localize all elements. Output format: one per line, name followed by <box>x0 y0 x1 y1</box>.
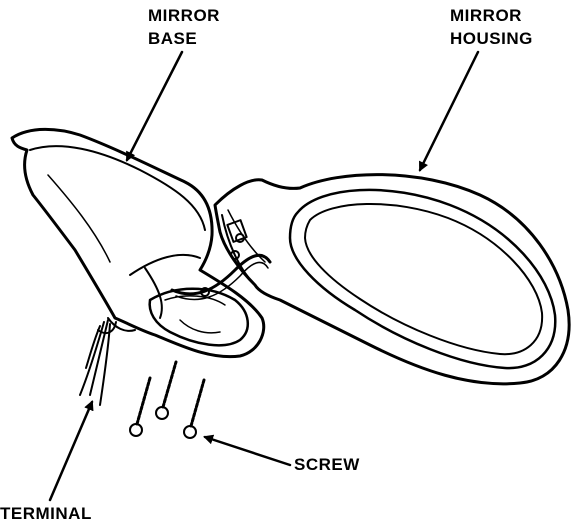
terminal-wires <box>79 319 117 406</box>
mirror-housing <box>213 173 571 386</box>
screw-label: SCREW <box>294 455 360 474</box>
screw-leader-arrow <box>203 434 292 467</box>
mirror-base-label-line1: MIRROR <box>148 6 220 25</box>
mirror-glass-inner <box>304 202 544 356</box>
screw-right <box>183 378 206 439</box>
mirror-housing-label-line2: HOUSING <box>450 29 533 48</box>
wire-harness <box>170 250 272 301</box>
mirror-housing-leader-arrow <box>418 50 480 172</box>
screw-middle <box>155 360 178 420</box>
screw-left <box>129 376 152 437</box>
mirror-base-label-line2: BASE <box>148 29 198 48</box>
mirror-base-body <box>10 127 266 359</box>
mirror-base-leader-arrow <box>125 50 184 162</box>
mirror-housing-label-line1: MIRROR <box>450 6 522 25</box>
terminal-label: TERMINAL <box>0 504 92 523</box>
mirror-base <box>10 127 266 359</box>
terminal-leader-arrow <box>48 400 94 502</box>
mirror-glass-outer <box>288 188 557 370</box>
